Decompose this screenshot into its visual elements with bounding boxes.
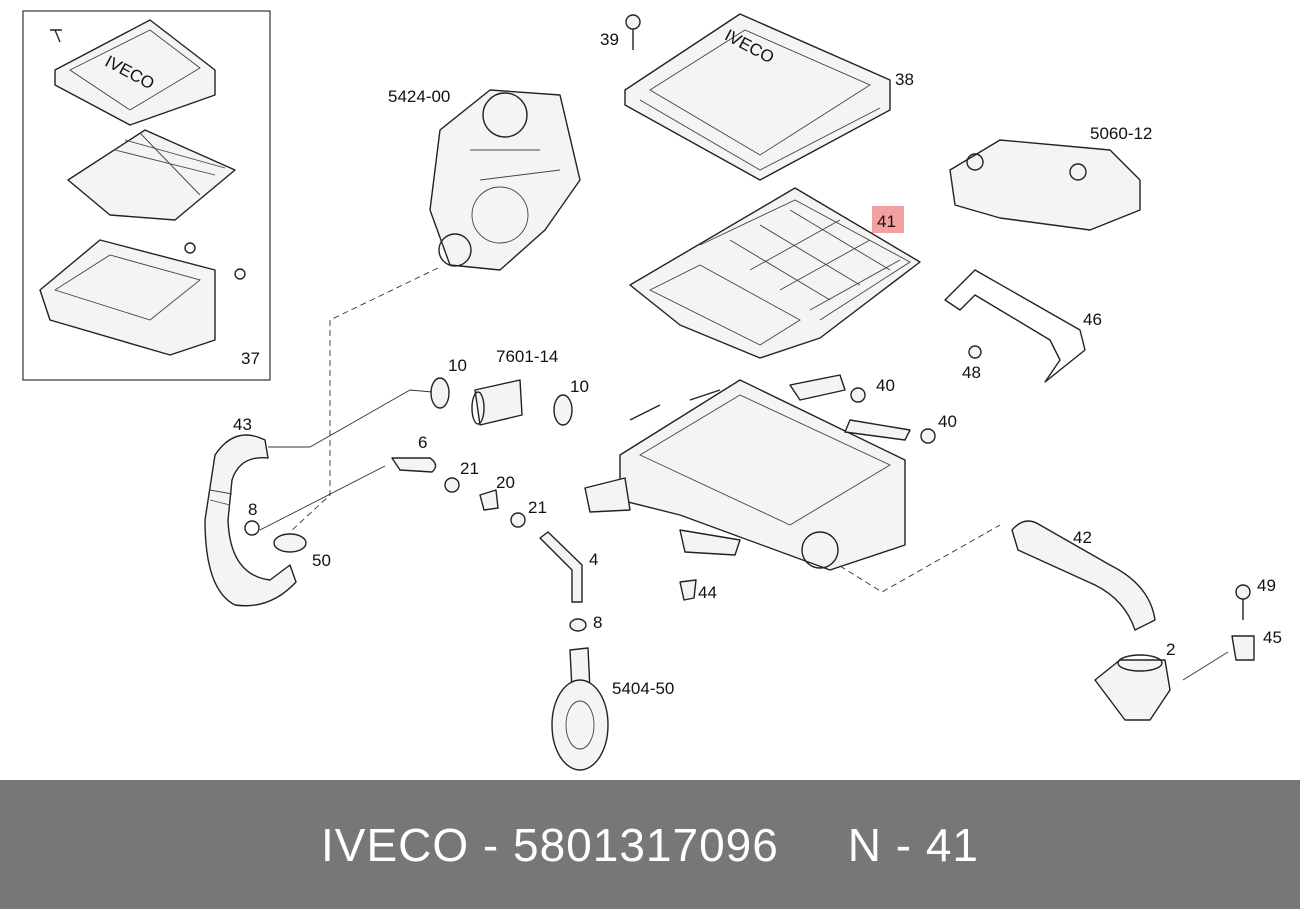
callout-7601-14: 7601-14 xyxy=(496,347,558,366)
callout-43: 43 xyxy=(233,415,252,434)
callout-10-a: 10 xyxy=(448,356,467,375)
part-number-banner: IVECO - 5801317096 N - 41 xyxy=(0,780,1300,909)
callout-21-a: 21 xyxy=(460,459,479,478)
bracket-46 xyxy=(944,269,1086,383)
connector-20 xyxy=(479,489,499,511)
callout-5424-00: 5424-00 xyxy=(388,87,450,106)
callout-50: 50 xyxy=(312,551,331,570)
callout-44: 44 xyxy=(698,583,717,602)
bolt-39 xyxy=(625,14,641,50)
callout-20: 20 xyxy=(496,473,515,492)
callout-8-a: 8 xyxy=(248,500,257,519)
callout-49: 49 xyxy=(1257,576,1276,595)
callout-10-b: 10 xyxy=(570,377,589,396)
air-filter-cover-38: IVECO xyxy=(624,13,891,181)
clip-21-a xyxy=(444,477,460,493)
callout-8-b: 8 xyxy=(593,613,602,632)
clamp-10-a xyxy=(430,377,450,409)
callout-37: 37 xyxy=(241,349,260,368)
callout-5060-12: 5060-12 xyxy=(1090,124,1152,143)
clamp-10-b xyxy=(553,394,573,426)
elbow-6 xyxy=(391,457,437,473)
fan-drive-5404-50 xyxy=(551,647,609,771)
callout-5404-50: 5404-50 xyxy=(612,679,674,698)
seal-50 xyxy=(273,533,307,553)
callout-4: 4 xyxy=(589,550,598,569)
intake-2 xyxy=(1094,654,1171,721)
callout-39: 39 xyxy=(600,30,619,49)
filter-element-41 xyxy=(629,187,921,359)
highlight-box-41 xyxy=(872,206,904,233)
callout-labels: 37 39 38 5424-00 5060-12 41 46 48 10 760… xyxy=(233,30,1282,698)
callout-38: 38 xyxy=(895,70,914,89)
callout-41: 41 xyxy=(877,212,896,231)
callout-40-a: 40 xyxy=(876,376,895,395)
callout-45: 45 xyxy=(1263,628,1282,647)
hose-42 xyxy=(1011,520,1156,631)
inset-assembly-37: IVECO xyxy=(22,10,271,381)
clamp-8-b xyxy=(569,618,587,632)
callout-48: 48 xyxy=(962,363,981,382)
leader-lines xyxy=(259,267,1229,681)
plug-44 xyxy=(679,579,697,601)
bolt-49 xyxy=(1235,584,1251,620)
air-filter-housing xyxy=(584,374,911,571)
parts-diagram: IVECO IVECO xyxy=(22,10,1282,771)
callout-6: 6 xyxy=(418,433,427,452)
callout-46: 46 xyxy=(1083,310,1102,329)
part-number-text: IVECO - 5801317096 N - 41 xyxy=(320,818,980,871)
callout-42: 42 xyxy=(1073,528,1092,547)
clamp-8-a xyxy=(244,520,260,536)
expansion-tank-5060-12 xyxy=(949,139,1141,231)
turbocharger-5424-00 xyxy=(429,89,581,271)
callout-21-b: 21 xyxy=(528,498,547,517)
hose-43 xyxy=(204,434,297,607)
nut-48 xyxy=(968,345,982,359)
clip-45 xyxy=(1231,635,1255,661)
callout-2: 2 xyxy=(1166,640,1175,659)
fitting-40 xyxy=(850,387,936,444)
mass-airflow-sensor-7601-14 xyxy=(471,379,523,426)
callout-40-b: 40 xyxy=(938,412,957,431)
clip-21-b xyxy=(510,512,526,528)
hose-4 xyxy=(539,531,583,603)
